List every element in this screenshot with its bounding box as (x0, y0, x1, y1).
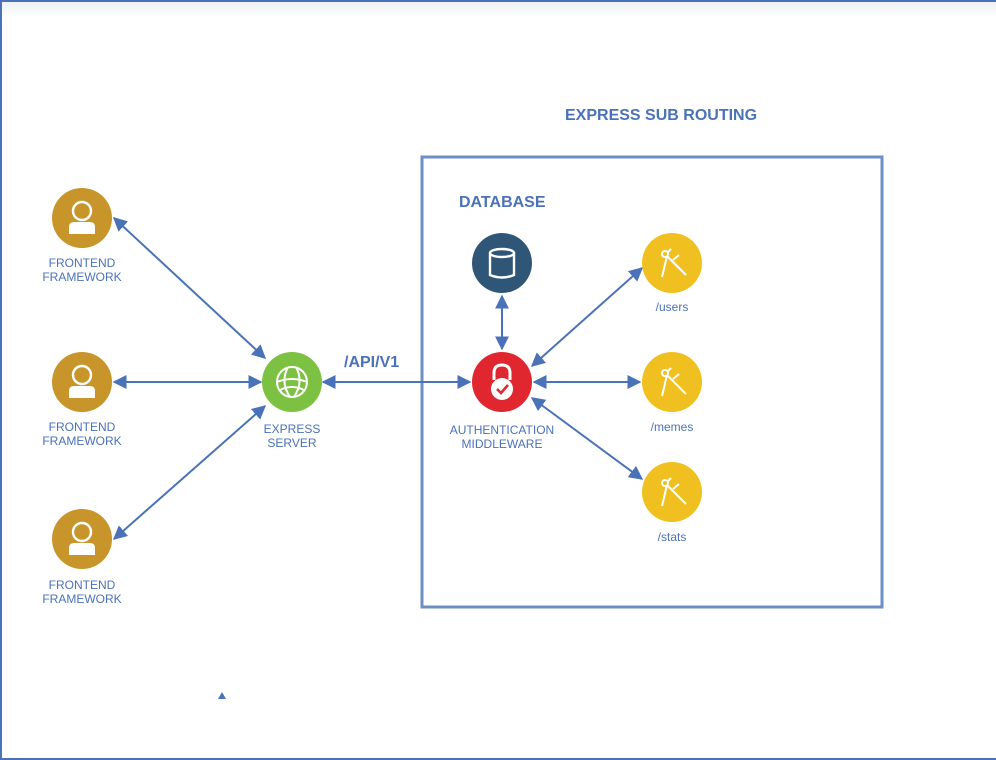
compass-icon (661, 367, 687, 397)
cursor-marker (218, 692, 226, 699)
database-node (472, 233, 532, 293)
user-icon (69, 200, 95, 234)
frontend-label-2: FRONTEND FRAMEWORK (42, 420, 122, 448)
compass-icon (661, 248, 687, 278)
diagram-title: EXPRESS SUB ROUTING (565, 107, 758, 124)
api-label: /API/V1 (344, 354, 400, 371)
globe-icon (276, 366, 308, 398)
database-heading: DATABASE (459, 194, 546, 211)
route-label-users: /users (655, 300, 689, 314)
user-icon (69, 521, 95, 555)
middleware-label: AUTHENTICATION MIDDLEWARE (449, 423, 555, 451)
frontend-node-2 (52, 352, 112, 412)
lock-check-icon (491, 363, 513, 400)
auth-middleware-node (472, 352, 532, 412)
top-shadow (2, 2, 996, 18)
express-server-node (262, 352, 322, 412)
frontend-label-1: FRONTEND FRAMEWORK (42, 256, 122, 284)
route-node-memes (642, 352, 702, 412)
edge-middleware-stats (530, 397, 644, 480)
route-node-users (642, 233, 702, 293)
route-label-stats: /stats (657, 530, 687, 544)
frontend-node-3 (52, 509, 112, 569)
database-icon (488, 247, 516, 279)
edge-frontend-3-server (112, 405, 267, 540)
server-label: EXPRESS SERVER (263, 422, 321, 450)
edge-frontend-1-server (112, 217, 267, 359)
frontend-label-3: FRONTEND FRAMEWORK (42, 578, 122, 606)
frontend-node-1 (52, 188, 112, 248)
edge-middleware-users (530, 267, 644, 367)
route-node-stats (642, 462, 702, 522)
compass-icon (661, 477, 687, 507)
user-icon (69, 364, 95, 398)
route-label-memes: /memes (650, 420, 694, 434)
